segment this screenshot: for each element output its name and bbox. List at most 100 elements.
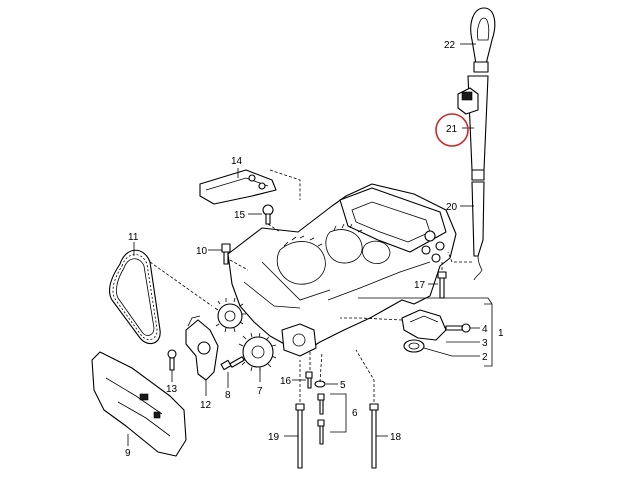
housing-lower-boss-hole [292,333,306,347]
pickup-bolt-4-head [461,323,471,333]
pickup-bolt-4-shank [445,325,463,331]
pump-sprocket-hub [224,310,236,322]
cover-9-clip-1 [139,393,149,401]
callout-labels: 22 21 20 14 15 10 11 17 4 1 3 2 16 5 6 1… [125,40,504,459]
guide-18-housing [355,349,375,402]
callout-21: 21 [446,124,458,135]
bolt-6a-head [317,393,325,401]
pickup-gasket-2-inner [408,342,420,350]
bolt-8-shank [229,356,245,368]
bracket-14-hole-1 [248,174,256,182]
oil-pickup-group [401,309,471,353]
housing-lower-boss [281,323,317,357]
callout-12: 12 [200,400,212,411]
dipstick-handle [470,7,496,65]
drive-chain [109,249,161,345]
callout-5: 5 [340,380,346,391]
guide-14-housing [269,169,301,200]
pickup-tube-3 [401,309,447,341]
balance-shaft-gear-1 [276,241,326,285]
dipstick-handle-slot [477,17,490,41]
bolt-19-head [295,403,305,411]
chain-tensioner-bracket [199,169,277,225]
housing-bore-1 [424,230,436,242]
bolt-17-shank [439,277,445,299]
guide-pickup-housing [340,317,403,321]
bolt-16-head [305,371,313,379]
callout-22: 22 [444,40,456,51]
callout-11: 11 [128,232,139,243]
chain-tensioner [167,315,219,381]
sprocket-7-hub [251,345,265,359]
pickup-tube-3-inner [409,315,439,323]
housing-top-inner [351,201,431,243]
leader-lines [127,43,493,446]
callout-17: 17 [414,280,426,291]
bracket-6 [330,393,347,433]
chain-cover [91,351,187,457]
long-bolts [295,403,379,469]
oil-pump-housing [214,183,457,357]
callout-6: 6 [352,408,358,419]
balance-shaft-gear-2-teeth [333,223,363,233]
chain-loop-outer [109,249,161,345]
bolt-10-head [221,243,231,253]
callout-3: 3 [482,338,488,349]
balance-shaft-gear-1-teeth [283,235,323,247]
dipstick-guide-tip [473,255,483,281]
dipstick-clip-dark [461,91,473,101]
housing-bore-2 [435,241,445,251]
bolt-17-head [437,271,447,279]
bolt-18-head [369,403,379,411]
callout-9: 9 [125,448,131,459]
cover-9-ridge-1 [105,377,163,415]
fasteners-group [305,371,326,445]
dipstick-collar [473,61,489,73]
bolt-18-shank [371,409,377,469]
callout-16: 16 [280,376,292,387]
tensioner-pivot [197,341,211,355]
lead-2 [423,347,480,357]
bolt-6b-head [317,419,325,427]
housing-web-3 [327,261,431,301]
dipstick-assembly [457,7,496,281]
callout-7: 7 [257,386,263,397]
housing-web-2 [243,281,301,309]
callout-10: 10 [196,246,208,257]
callout-14: 14 [231,156,243,167]
bolt-13-head [167,349,177,359]
bolt-16-shank [307,377,312,389]
tensioner-shoe [187,315,201,327]
bolt-6a-shank [319,399,324,415]
bracket-14-hole-2 [258,182,266,190]
guide-bolts-housing [319,351,323,383]
balance-shaft-gear-2 [325,229,363,264]
balance-shaft-gear-3 [362,240,391,264]
dipstick-guide-tube [471,181,485,257]
housing-bore-4 [431,253,441,263]
pump-sprocket [217,303,243,329]
housing-bore-3 [421,245,431,255]
bolt-13-shank [169,357,175,371]
callout-18: 18 [390,432,402,443]
chain-loop-inner [116,258,155,336]
guide-15-housing [267,223,281,233]
pickup-gasket-2 [403,339,425,353]
cover-9-clip-2 [153,411,161,419]
guide-chain-sprocket [149,261,213,307]
bracket-1 [484,303,493,367]
guide-10-housing [229,259,249,271]
callout-15: 15 [234,210,246,221]
callout-1: 1 [498,328,504,339]
bolt-17 [437,271,447,299]
drive-sprocket [220,332,277,372]
callout-20: 20 [446,202,458,213]
bolt-10 [221,243,231,265]
pump-sprocket-teeth [214,297,246,333]
callout-4: 4 [482,324,488,335]
callout-8: 8 [225,390,231,401]
bolt-15-shank [265,213,271,225]
chain-links [112,254,158,340]
